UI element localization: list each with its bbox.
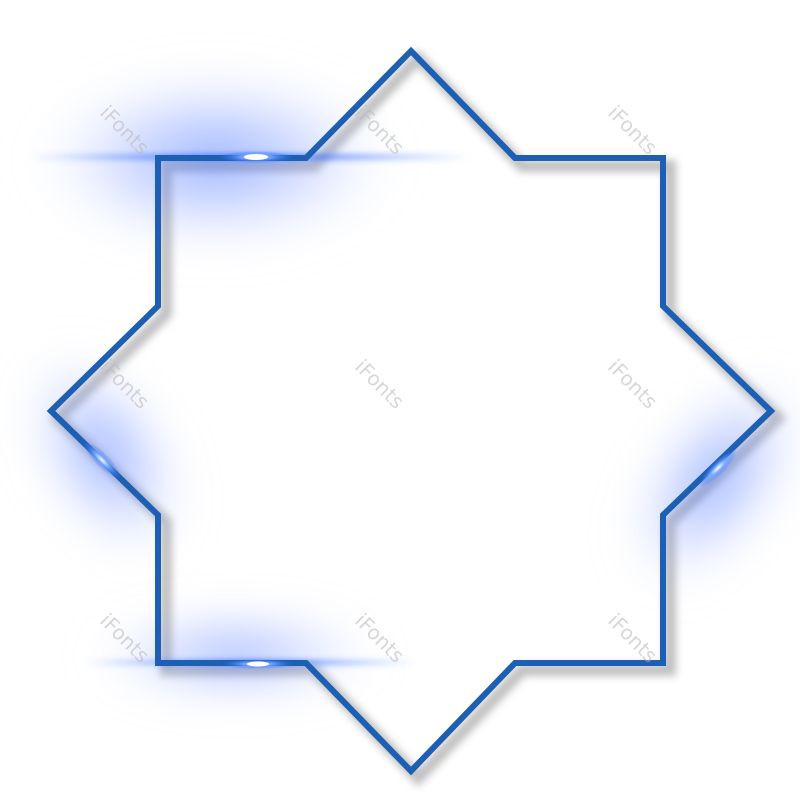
star-frame-outline [46,46,776,776]
frame-shadow [49,49,787,787]
glow-flares [82,151,738,669]
